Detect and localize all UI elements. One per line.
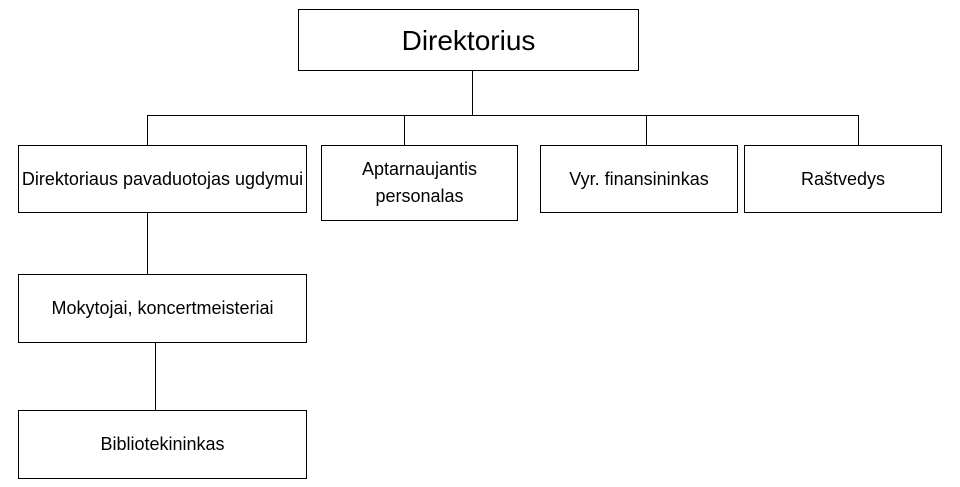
- connector-deputy-to-teachers: [147, 213, 148, 274]
- node-deputy-director: Direktoriaus pavaduotojas ugdymui: [18, 145, 307, 213]
- connector-to-service-staff: [404, 115, 405, 145]
- node-chief-financier: Vyr. finansininkas: [540, 145, 738, 213]
- connector-to-finance: [646, 115, 647, 145]
- node-teachers-label: Mokytojai, koncertmeisteriai: [51, 298, 274, 318]
- connector-teachers-to-librarian: [155, 343, 156, 410]
- node-clerk-label: Raštvedys: [800, 168, 886, 189]
- node-director: Direktorius: [298, 9, 639, 71]
- connector-to-clerk: [858, 115, 859, 145]
- node-clerk: Raštvedys: [744, 145, 942, 213]
- node-service-staff: Aptarnaujantis personalas: [321, 145, 518, 221]
- node-service-staff-label: Aptarnaujantis personalas: [361, 159, 478, 206]
- node-chief-financier-label: Vyr. finansininkas: [569, 168, 709, 189]
- node-librarian: Bibliotekininkas: [18, 410, 307, 479]
- node-deputy-director-label: Direktoriaus pavaduotojas ugdymui: [21, 168, 304, 189]
- node-teachers: Mokytojai, koncertmeisteriai: [18, 274, 307, 343]
- connector-horizontal-bus: [147, 115, 859, 116]
- connector-root-down: [472, 71, 473, 116]
- node-librarian-label: Bibliotekininkas: [100, 434, 225, 454]
- connector-to-deputy: [147, 115, 148, 145]
- node-director-label: Direktorius: [401, 24, 536, 56]
